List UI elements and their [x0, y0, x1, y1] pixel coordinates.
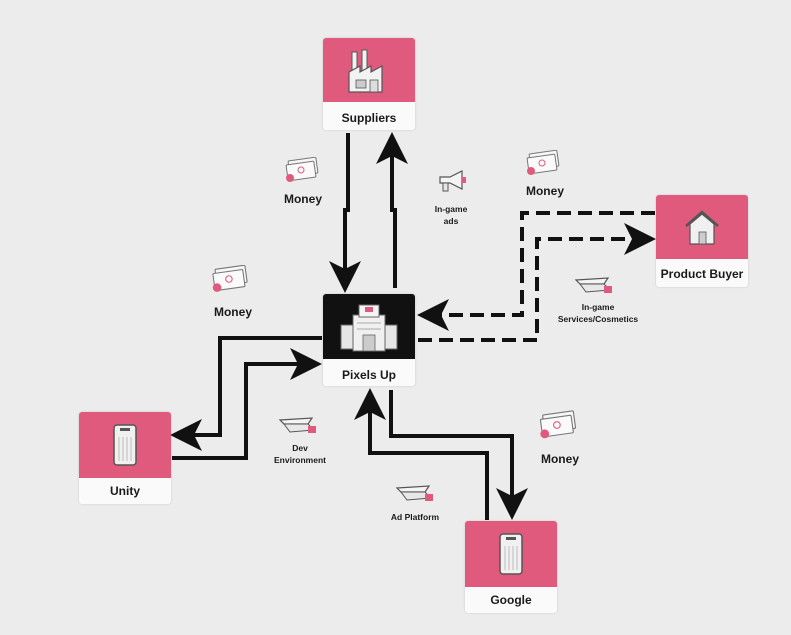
service-icon [574, 277, 612, 293]
flow-label-ad-platform: Ad Platform [390, 512, 440, 522]
phone-icon [499, 533, 523, 575]
flow-label-money-suppliers: Money [283, 192, 322, 206]
megaphone-icon [439, 170, 466, 192]
node-google[interactable]: Google [465, 521, 557, 613]
flow-label-ingame-services: In-game Services/Cosmetics [557, 302, 639, 324]
node-suppliers[interactable]: Suppliers [323, 38, 415, 130]
arrow-unity-to-pixelsup [172, 348, 322, 460]
money-icon [285, 157, 319, 182]
money-icon [212, 265, 248, 292]
node-label: Product Buyer [660, 267, 744, 281]
phone-icon [113, 424, 137, 466]
arrow-google-to-pixelsup [354, 388, 489, 520]
money-icon [526, 150, 560, 175]
arrow-pixelsup-to-buyer [418, 223, 656, 342]
flow-label-money-buyer: Money [525, 184, 564, 198]
node-label: Suppliers [341, 111, 397, 125]
flow-label-ingame-ads: In-game ads [434, 204, 468, 226]
building-icon [340, 304, 398, 351]
factory-icon [348, 49, 383, 93]
arrow-suppliers-to-pixelsup [329, 133, 361, 293]
service-icon [395, 485, 433, 501]
house-icon [685, 210, 719, 245]
arrow-buyer-to-pixelsup [417, 211, 655, 331]
service-icon [278, 417, 316, 433]
node-label: Pixels Up [341, 368, 397, 382]
flow-label-money-google: Money [540, 452, 579, 466]
arrow-pixelsup-to-google [389, 390, 528, 520]
flow-label-money-left: Money [213, 305, 252, 319]
flow-label-dev-env: Dev Environment [274, 443, 326, 465]
node-pixels-up[interactable]: Pixels Up [323, 294, 415, 386]
node-label: Google [490, 593, 532, 607]
node-unity[interactable]: Unity [79, 412, 171, 504]
arrow-pixelsup-to-unity [170, 336, 322, 451]
arrow-pixelsup-to-suppliers [376, 132, 408, 288]
node-label: Unity [110, 484, 140, 498]
money-icon [539, 410, 577, 439]
node-product-buyer[interactable]: Product Buyer [656, 195, 748, 287]
